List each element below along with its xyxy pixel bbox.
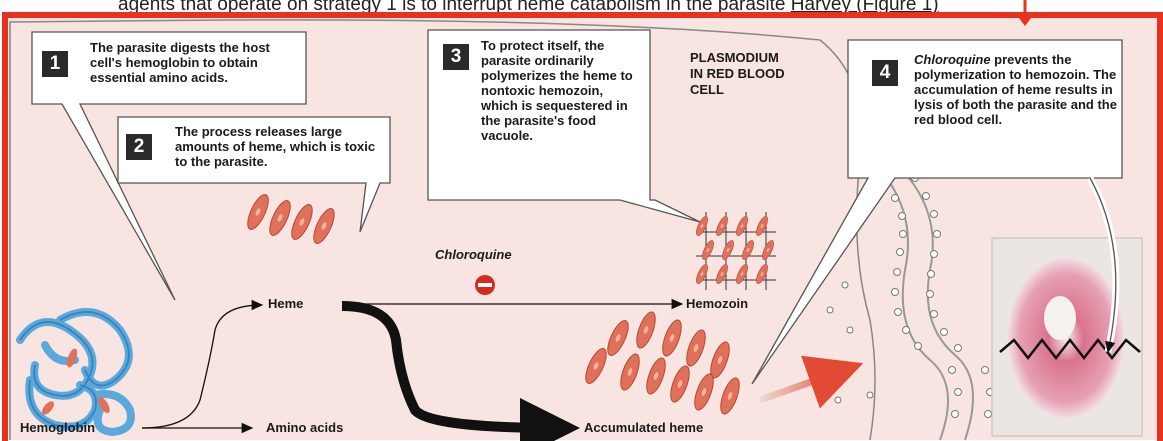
step-3-text: To protect itself, the parasite ordinari… <box>481 38 641 143</box>
step-2-number: 2 <box>126 134 152 160</box>
step-4-number: 4 <box>872 60 898 86</box>
label-hemozoin: Hemozoin <box>686 296 748 311</box>
label-accumulated-heme: Accumulated heme <box>584 420 703 435</box>
label-chloroquine: Chloroquine <box>435 247 512 262</box>
step-1-number: 1 <box>42 51 68 77</box>
step-3-number: 3 <box>443 44 469 70</box>
step-4-text: Chloroquine prevents the polymerization … <box>914 52 1119 127</box>
label-amino-acids: Amino acids <box>266 420 343 435</box>
step-4-drug-name: Chloroquine <box>914 52 991 67</box>
label-hemoglobin: Hemoglobin <box>20 420 95 435</box>
step-2-text: The process releases large amounts of he… <box>175 124 380 169</box>
plasmodium-title: PLASMODIUM IN RED BLOOD CELL <box>690 50 785 98</box>
step-1-text: The parasite digests the host cell's hem… <box>90 40 300 85</box>
label-heme: Heme <box>268 296 303 311</box>
